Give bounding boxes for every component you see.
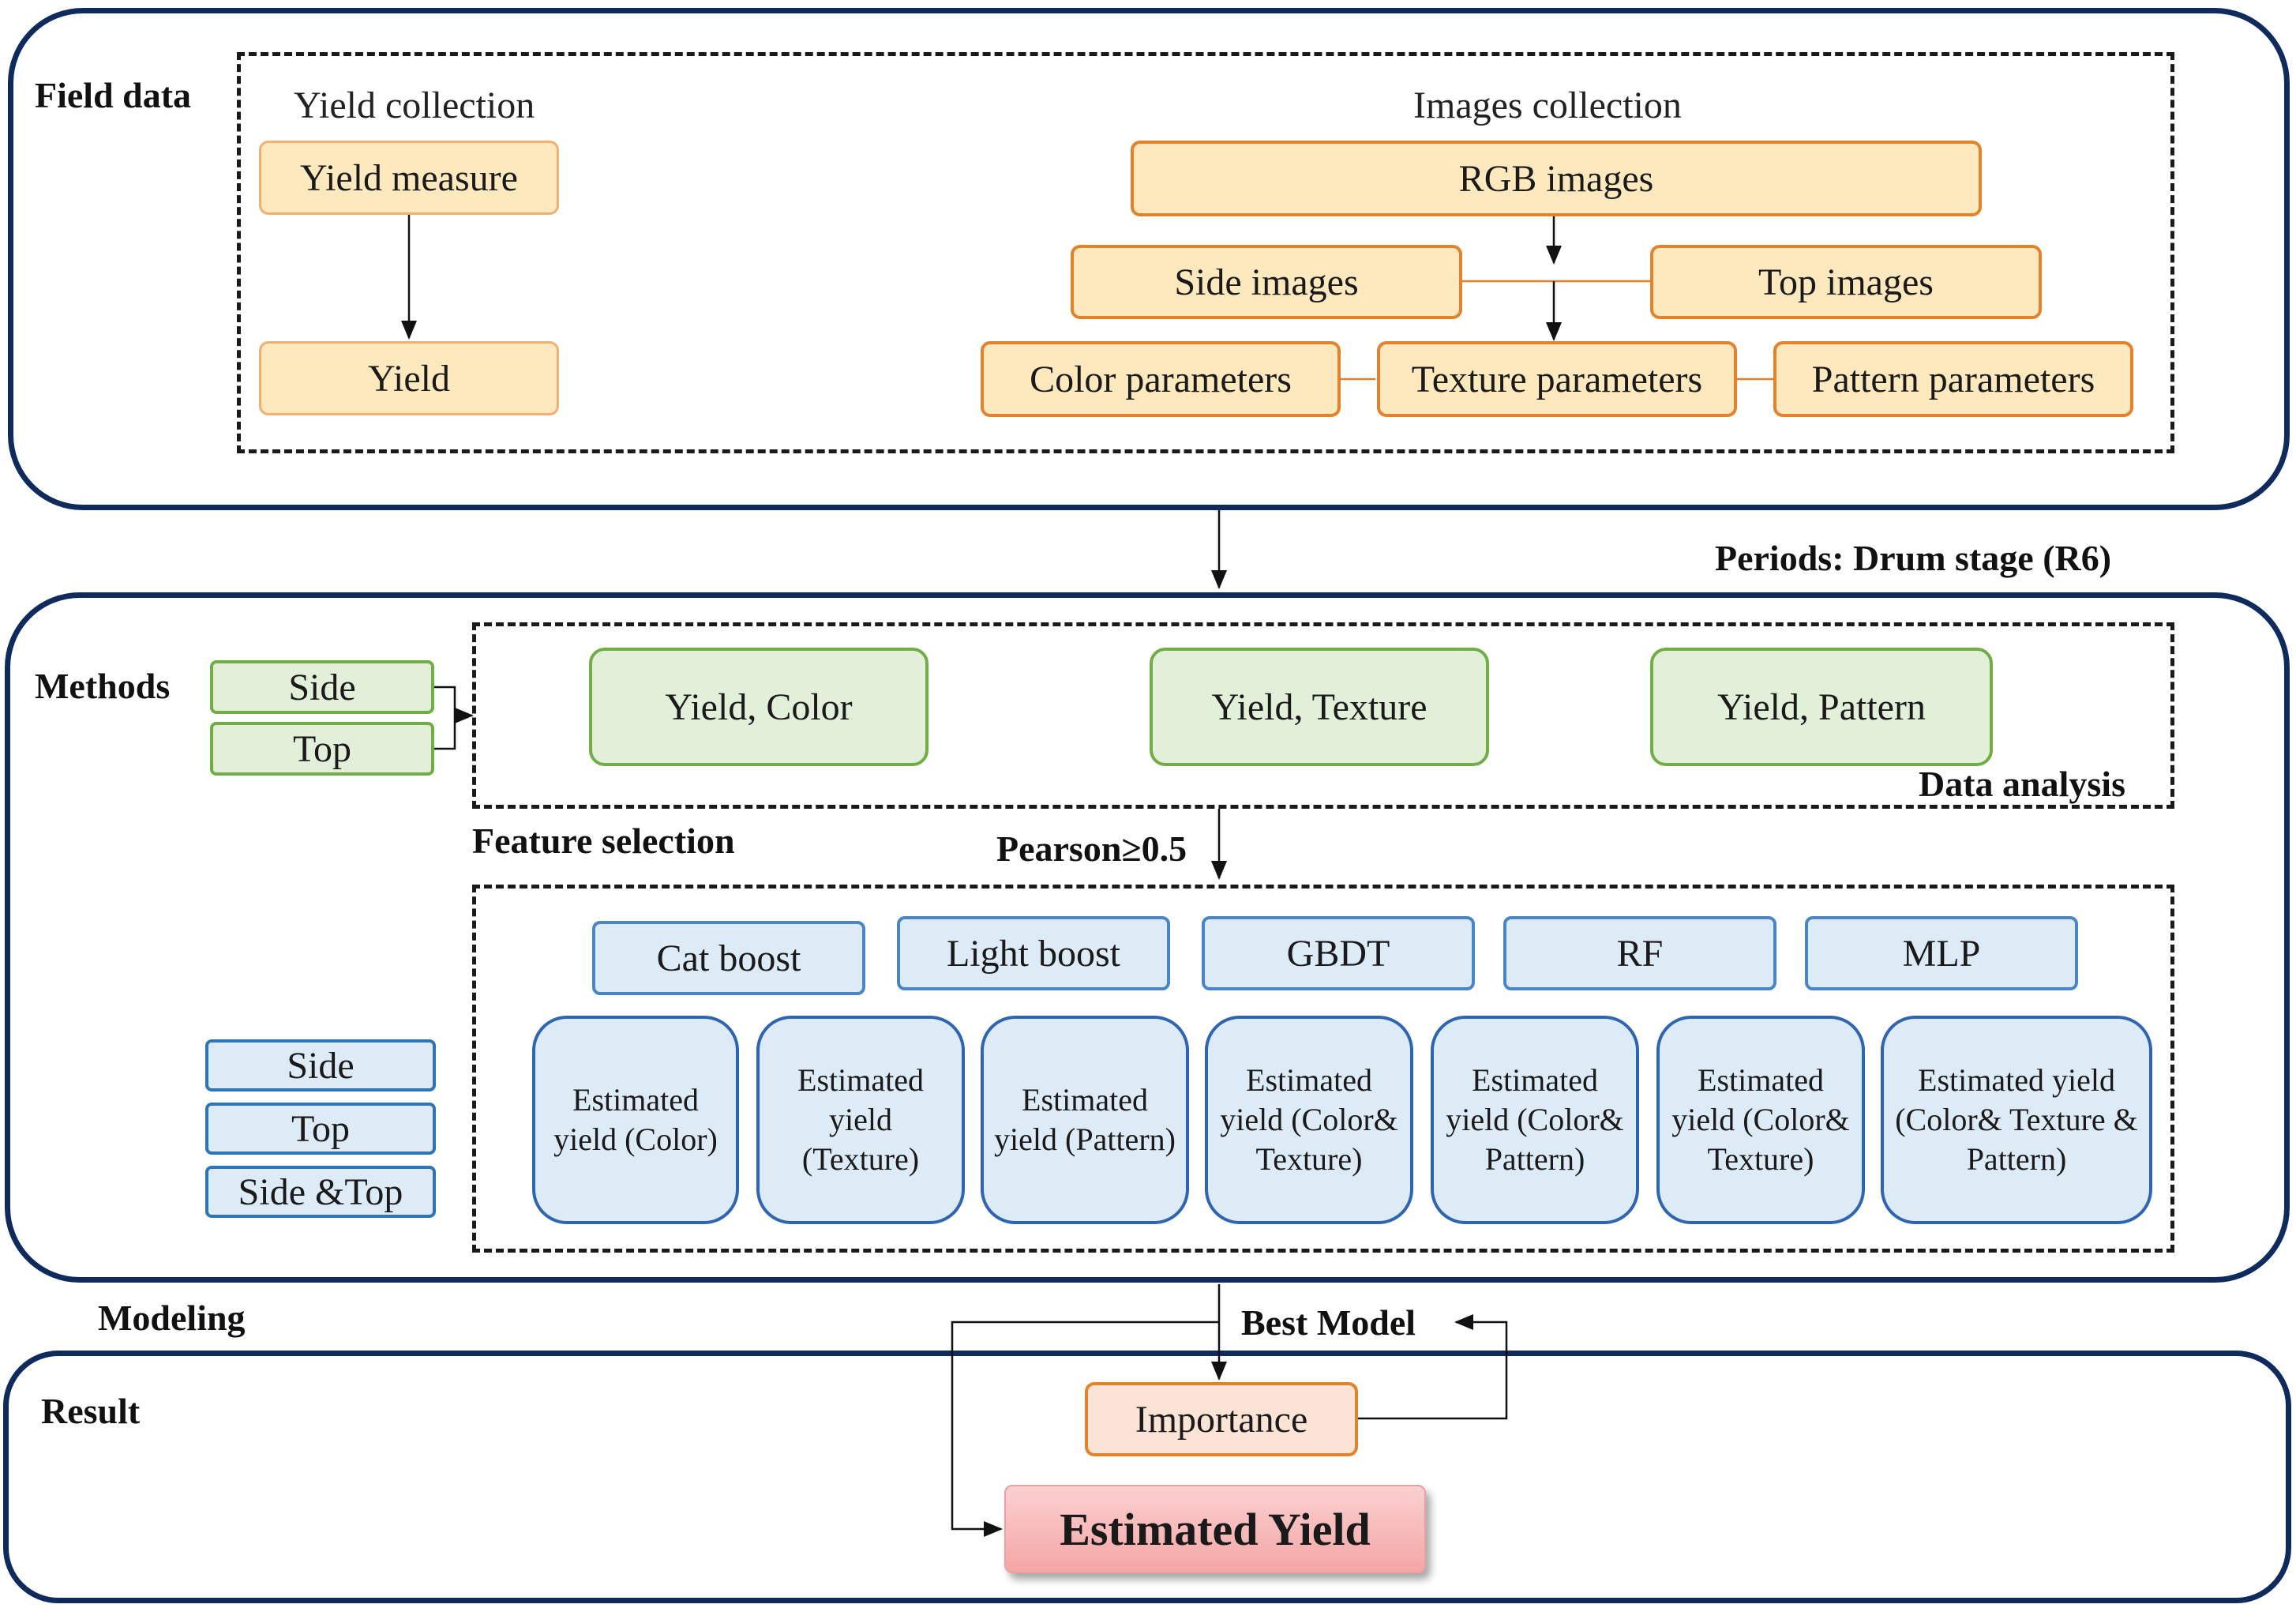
feature-selection-label: Feature selection — [472, 821, 735, 861]
rf-box: RF — [1503, 916, 1776, 990]
color-parameters-box: Color parameters — [981, 341, 1341, 417]
lightboost-box: Light boost — [897, 916, 1170, 990]
side-top-view-tag: Side &Top — [205, 1166, 436, 1218]
data-analysis-frame — [472, 622, 2174, 809]
yield-texture-box: Yield, Texture — [1150, 648, 1489, 766]
images-collection-heading: Images collection — [1413, 85, 1682, 126]
periods-label: Periods: Drum stage (R6) — [1715, 538, 2112, 578]
yield-collection-heading: Yield collection — [294, 85, 535, 126]
side-images-box: Side images — [1071, 245, 1462, 319]
top-view-tag: Top — [205, 1103, 436, 1155]
top-tag: Top — [210, 722, 434, 776]
data-analysis-label: Data analysis — [1919, 764, 2125, 804]
importance-box: Importance — [1085, 1382, 1358, 1456]
yield-color-box: Yield, Color — [589, 648, 929, 766]
yield-box: Yield — [259, 341, 559, 415]
estimated-yield-box: Estimated Yield — [1004, 1485, 1426, 1573]
estimate-all-box: Estimated yield (Color& Texture & Patter… — [1881, 1016, 2152, 1224]
best-model-label: Best Model — [1241, 1302, 1416, 1343]
methods-title: Methods — [35, 666, 171, 706]
gbdt-box: GBDT — [1202, 916, 1475, 990]
estimate-pattern-box: Estimated yield (Pattern) — [981, 1016, 1189, 1224]
field-data-title: Field data — [35, 75, 192, 115]
estimate-color-texture-box: Estimated yield (Color& Texture) — [1205, 1016, 1413, 1224]
side-view-tag: Side — [205, 1039, 436, 1091]
pattern-parameters-box: Pattern parameters — [1773, 341, 2133, 417]
estimate-texture-box: Estimated yield (Texture) — [756, 1016, 965, 1224]
estimate-color-pattern-box: Estimated yield (Color& Pattern) — [1431, 1016, 1639, 1224]
field-data-frame — [237, 52, 2174, 453]
modeling-label: Modeling — [98, 1298, 246, 1338]
top-images-box: Top images — [1650, 245, 2042, 319]
texture-parameters-box: Texture parameters — [1377, 341, 1737, 417]
pearson-label: Pearson≥0.5 — [996, 828, 1187, 869]
yield-pattern-box: Yield, Pattern — [1650, 648, 1993, 766]
mlp-box: MLP — [1805, 916, 2078, 990]
catboost-box: Cat boost — [592, 921, 865, 995]
rgb-images-box: RGB images — [1131, 141, 1982, 216]
yield-measure-box: Yield measure — [259, 141, 559, 215]
modeling-frame — [472, 885, 2174, 1253]
estimate-color-texture-2-box: Estimated yield (Color& Texture) — [1656, 1016, 1865, 1224]
side-tag: Side — [210, 660, 434, 714]
estimate-color-box: Estimated yield (Color) — [532, 1016, 739, 1224]
result-title: Result — [41, 1391, 141, 1431]
